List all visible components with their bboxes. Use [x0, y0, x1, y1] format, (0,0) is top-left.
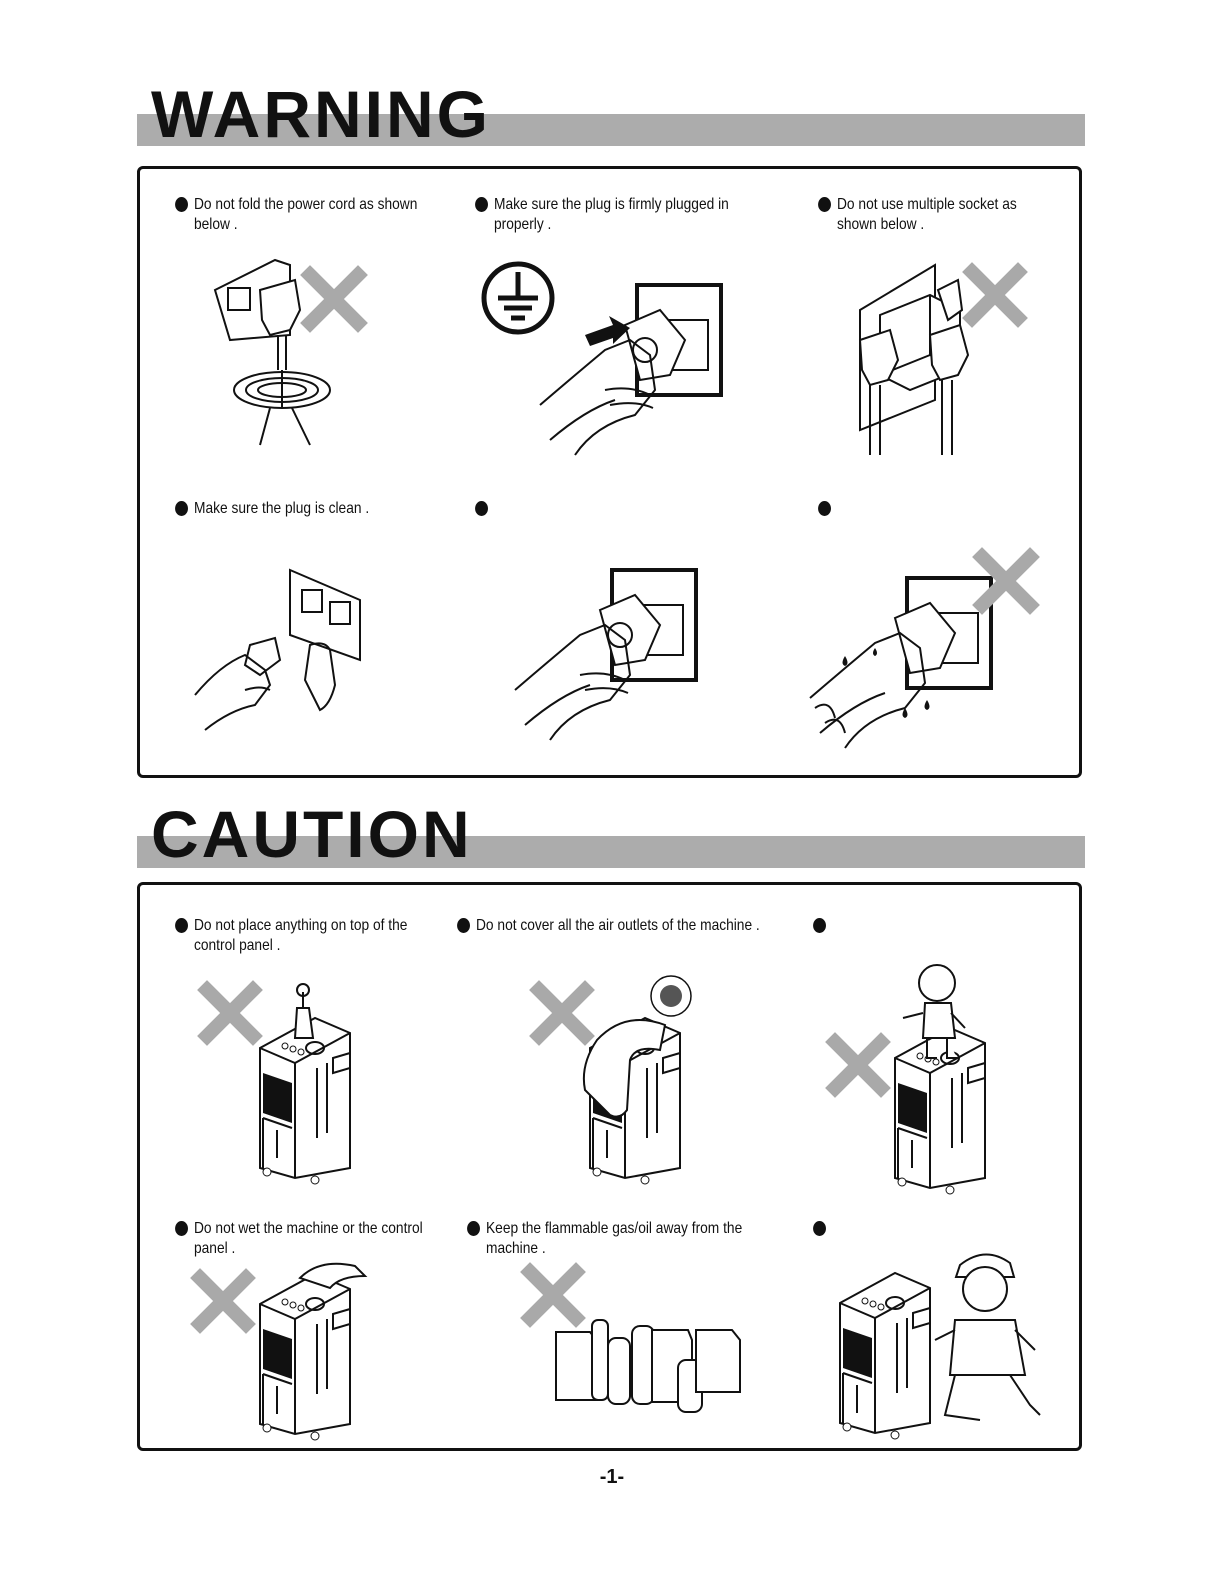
water-drop-icon	[842, 648, 930, 718]
bullet-icon	[475, 197, 488, 212]
clean-plug-illustration	[194, 568, 361, 731]
warning-panel	[137, 166, 1082, 778]
water-pour-icon	[298, 1262, 368, 1290]
caution-header-band	[137, 836, 1085, 868]
bullet-icon	[475, 501, 488, 516]
warning-title: WARNING	[151, 77, 491, 151]
cross-icon	[520, 1262, 586, 1328]
cross-icon	[962, 262, 1028, 328]
covered-outlet-illustration	[529, 975, 692, 1185]
child-icon	[902, 964, 966, 1059]
cross-icon	[825, 1032, 891, 1098]
vase-icon	[293, 983, 315, 1039]
warning-header: WARNING	[137, 26, 1085, 150]
flammable-containers-illustration	[520, 1262, 741, 1413]
cloth-icon	[582, 1019, 667, 1118]
caution-panel	[137, 882, 1082, 1451]
bullet-icon	[813, 1221, 826, 1236]
bullet-icon	[457, 918, 470, 933]
bullet-icon	[813, 918, 826, 933]
bullet-icon	[818, 197, 831, 212]
technician-illustration	[839, 1253, 1041, 1440]
caution-item-5-caption: Keep the flammable gas/oil away from the…	[467, 1219, 742, 1259]
caution-header: CAUTION	[137, 748, 1085, 871]
cross-icon	[529, 980, 595, 1046]
caution-title: CAUTION	[151, 797, 473, 871]
wet-hands-plug-illustration	[809, 547, 1040, 749]
warning-header-band	[137, 114, 1085, 146]
warning-item-4-caption: Make sure the plug is clean .	[175, 499, 369, 519]
plug-insert-illustration	[514, 568, 698, 741]
page-number: -1-	[599, 1466, 625, 1488]
cross-icon	[972, 547, 1040, 615]
cross-icon	[190, 1268, 256, 1334]
plug-firmly-illustration	[539, 283, 723, 456]
bullet-icon	[175, 501, 188, 516]
arrow-icon	[585, 316, 630, 346]
cross-icon	[197, 980, 263, 1046]
cross-icon	[300, 265, 368, 333]
bullet-icon	[175, 918, 188, 933]
child-on-top-illustration	[825, 964, 986, 1195]
earth-ground-icon	[481, 261, 555, 335]
object-on-top-illustration	[197, 980, 351, 1185]
bullet-icon	[467, 1221, 480, 1236]
multiple-socket-illustration	[858, 262, 1028, 455]
wet-machine-illustration	[190, 1262, 368, 1441]
folded-cord-illustration	[213, 258, 368, 446]
technician-icon	[934, 1253, 1041, 1421]
bullet-icon	[818, 501, 831, 516]
bullet-icon	[175, 1221, 188, 1236]
bullet-icon	[175, 197, 188, 212]
caution-item-2-caption: Do not cover all the air outlets of the …	[457, 916, 760, 936]
